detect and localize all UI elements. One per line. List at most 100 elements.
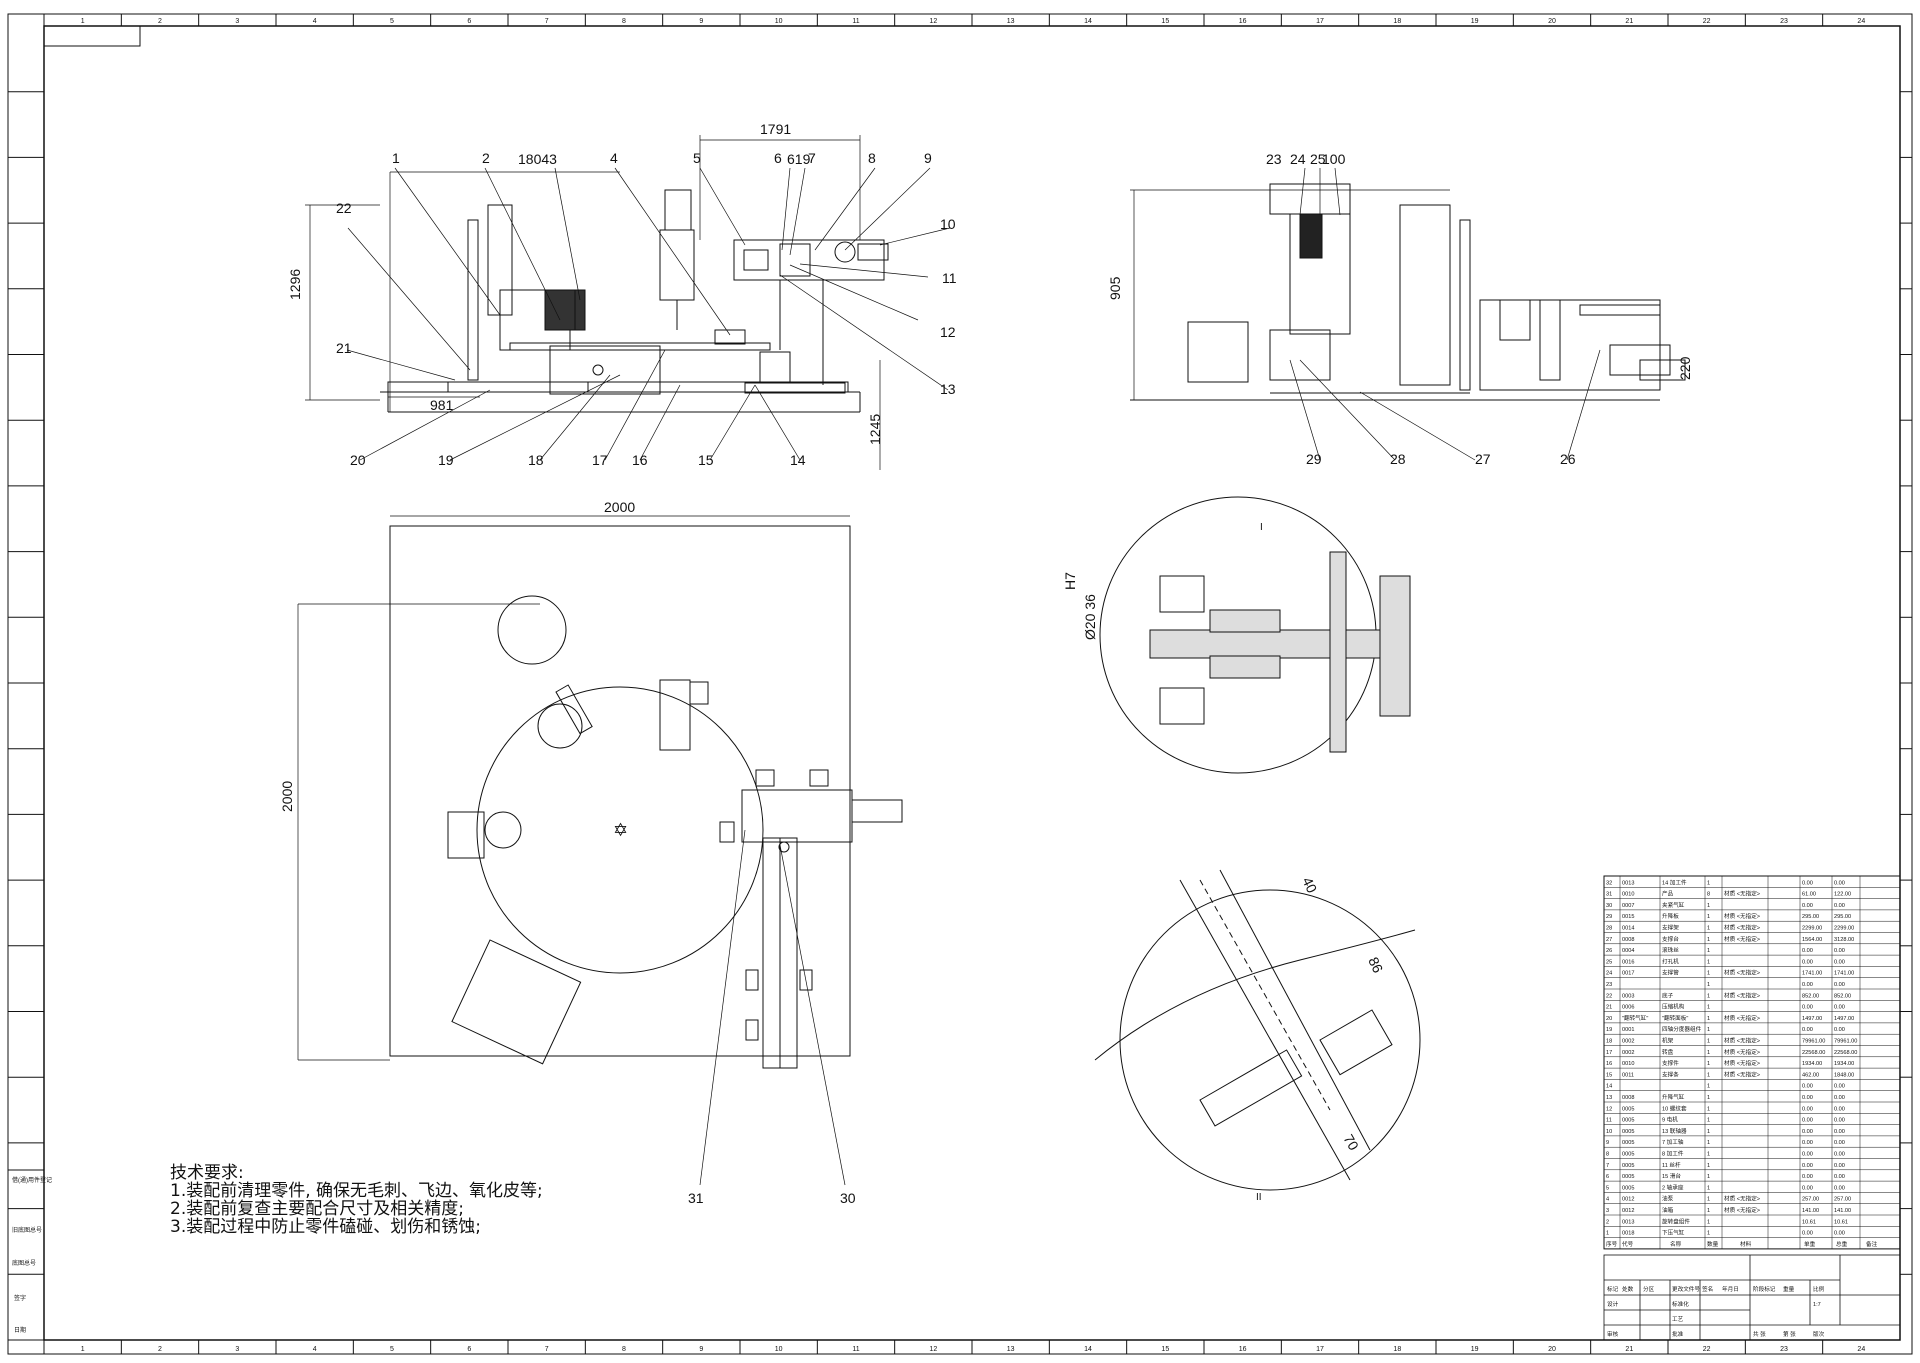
balloon-19: 19 — [438, 452, 454, 468]
bom-cell: 0008 — [1622, 937, 1634, 943]
bom-cell: 1 — [1707, 1095, 1710, 1101]
bom-cell: 材质 <无指定> — [1724, 890, 1760, 898]
zone-label: 11 — [852, 1346, 859, 1353]
bom-cell: 1 — [1707, 1163, 1710, 1169]
bom-cell: 27 — [1606, 937, 1612, 943]
side-leader-lines — [1289, 167, 1601, 461]
workpiece-holder — [714, 329, 746, 345]
bom-cell: 0.00 — [1834, 959, 1845, 965]
bom-cell: 1 — [1707, 1152, 1710, 1158]
fit-h7: H7 — [1062, 572, 1078, 590]
bom-cell: 28 — [1606, 926, 1612, 932]
balloon-4: 4 — [610, 150, 618, 166]
dim-86: 86 — [1365, 955, 1386, 976]
bom-cell: 0005 — [1622, 1174, 1634, 1180]
zone-label: 17 — [1316, 18, 1324, 25]
side-label: 底图总号 — [12, 1259, 36, 1267]
bom-cell: 1 — [1707, 926, 1710, 932]
bom-cell: 0.00 — [1802, 1095, 1813, 1101]
bom-cell: 0.00 — [1834, 1231, 1845, 1237]
tb-label: 比例 — [1813, 1285, 1825, 1293]
gripper-block — [1319, 1009, 1393, 1076]
zone-label: 6 — [467, 18, 471, 25]
zone-label: 4 — [313, 1346, 317, 1353]
bom-header-cell: 序号 — [1606, 1240, 1618, 1248]
tech-item: 1.装配前清理零件, 确保无毛刺、飞边、氧化皮等; — [170, 1181, 543, 1201]
bom-cell: 31 — [1606, 892, 1612, 898]
balloon-27: 27 — [1475, 451, 1491, 467]
balloon-20: 20 — [350, 452, 366, 468]
balloon-30: 30 — [840, 1190, 856, 1206]
bom-cell: 2 轴承座 — [1662, 1183, 1684, 1191]
bom-header-cell: 数量 — [1707, 1240, 1719, 1248]
bom-cell: 12 — [1606, 1106, 1612, 1112]
left-column — [467, 219, 479, 381]
bom-cell: 1497.00 — [1834, 1016, 1854, 1022]
bom-cell: 1741.00 — [1802, 971, 1822, 977]
bearing-bottom — [1159, 687, 1205, 725]
bom-cell: 材质 <无指定> — [1724, 912, 1760, 920]
bom-cell: 13 联轴器 — [1662, 1127, 1687, 1135]
bom-header-cell: 代号 — [1622, 1240, 1634, 1248]
bom-cell: 材质 <无指定> — [1724, 924, 1760, 932]
bom-cell: 1 — [1707, 1118, 1710, 1124]
tech-title: 技术要求: — [170, 1163, 244, 1183]
bom-cell: 0.00 — [1802, 1140, 1813, 1146]
bom-cell: 10 — [1606, 1129, 1612, 1135]
bom-cell: 852.00 — [1802, 993, 1819, 999]
dim-1245: 1245 — [867, 414, 883, 445]
balloon-18: 18 — [528, 452, 544, 468]
balloon-8: 8 — [868, 150, 876, 166]
zone-label: 1 — [81, 18, 85, 25]
tape-reel — [497, 595, 567, 665]
detail-ii-label: II — [1256, 1192, 1262, 1203]
zone-label: 13 — [1007, 1346, 1015, 1353]
title-block-text: 标记 处数 分区 更改文件号 签名 年月日 阶段标记 重量 比例 设计 标准化 … — [1607, 1285, 1825, 1338]
bom-cell: 0.00 — [1834, 1152, 1845, 1158]
bom-cell: 0004 — [1622, 948, 1634, 954]
balloon-22: 22 — [336, 200, 352, 216]
balloon-1: 1 — [392, 150, 400, 166]
bom-cell: 0.00 — [1802, 1163, 1813, 1169]
detail-view-ii — [1094, 869, 1421, 1191]
bom-cell: 旋转盘组件 — [1662, 1217, 1690, 1225]
bom-cell: 打孔机 — [1662, 957, 1679, 965]
bom-cell: 底子 — [1662, 991, 1674, 999]
bom-cell: 0.00 — [1834, 948, 1845, 954]
bom-cell: 2299.00 — [1834, 926, 1854, 932]
bom-cell: 1 — [1707, 1219, 1710, 1225]
tb-label: 重量 — [1783, 1285, 1795, 1293]
detail-view-i — [1099, 496, 1411, 774]
zone-label: 8 — [622, 18, 626, 25]
balloon-10: 10 — [940, 216, 956, 232]
svg-text:✡: ✡ — [613, 820, 628, 840]
bom-header-cell: 备注 — [1866, 1240, 1878, 1248]
cylinder-plan — [851, 799, 903, 823]
bom-cell: 0005 — [1622, 1185, 1634, 1191]
detail-ii-text: 40 86 70 II — [1256, 875, 1386, 1203]
bom-cell: 0.00 — [1834, 1005, 1845, 1011]
bom-cell: 1 — [1707, 959, 1710, 965]
tb-label: 审核 — [1607, 1330, 1619, 1338]
bom-header-cell: 名称 — [1670, 1240, 1682, 1248]
bom-cell: 压缩机构 — [1662, 1003, 1685, 1011]
bom-cell: 1 — [1707, 1072, 1710, 1078]
bom-cell: 0.00 — [1802, 1084, 1813, 1090]
bom-cell: 0.00 — [1802, 1129, 1813, 1135]
tb-label: 工艺 — [1672, 1316, 1684, 1323]
zone-label: 19 — [1471, 18, 1479, 25]
zone-label: 10 — [775, 18, 783, 25]
bom-cell: 26 — [1606, 948, 1612, 954]
tb-label: 更改文件号 — [1672, 1285, 1700, 1293]
zone-label: 15 — [1161, 1346, 1169, 1353]
side-label: 签字 — [14, 1294, 26, 1302]
side-left-box — [1187, 321, 1249, 383]
side-label: 旧底图总号 — [12, 1226, 42, 1234]
zone-label: 15 — [1161, 18, 1169, 25]
tape-unit — [537, 703, 583, 749]
bom-cell: 1 — [1707, 880, 1710, 886]
bom-cell: 1 — [1707, 1106, 1710, 1112]
bom-cell: 295.00 — [1802, 914, 1819, 920]
detail-ii-boundary — [1119, 889, 1421, 1191]
